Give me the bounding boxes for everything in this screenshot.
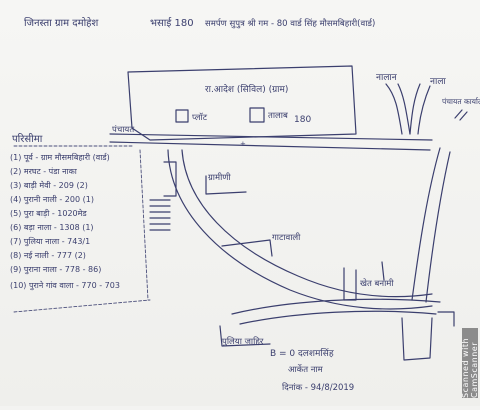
lower-road-upper-edge (231, 298, 441, 315)
header-right-text: समर्पण सुपुत्र श्री गम - 80 वार्ड सिंह म… (205, 18, 375, 29)
legend-item: (3) बाड़ी मेवी - 209 (2) (10, 180, 88, 190)
right-hatch-1 (454, 109, 463, 119)
small-square (175, 109, 189, 123)
river-label: नालान (376, 73, 398, 83)
legend-item: (10) पुराने गांव वाला - 770 - 703 (10, 280, 120, 291)
bottom-right-tab (437, 311, 455, 327)
legend-item: (1) पूर्व - ग्राम मौसमबिहारी (वार्ड) (10, 152, 110, 163)
lower-right-label: खेत बनामी (360, 278, 394, 289)
lower-right-plot-a (343, 267, 357, 301)
legend-title: परिसीमा (12, 133, 43, 145)
top-left-label: पंचायत (112, 124, 134, 135)
legend-item: (9) पुराना नाला - 778 - 86) (10, 265, 101, 275)
right-road-left-edge (411, 147, 441, 301)
canal-label: नाला (430, 77, 446, 87)
camscanner-watermark: Scanned with CamScanner (461, 328, 479, 398)
signature-line-3: दिनांक - 94/8/2019 (282, 382, 354, 393)
top-building-outline (127, 65, 357, 141)
bottom-left-plot (219, 325, 271, 347)
legend-item: (7) पुलिया नाला - 743/1 (10, 236, 90, 247)
road-tick: + (240, 140, 246, 148)
legend-items: (1) पूर्व - ग्राम मौसमबिहारी (वार्ड) (2)… (10, 152, 120, 291)
legend-frame-bottom (13, 299, 151, 313)
legend-item: (5) पुरा बाड़ी - 1020मेड (10, 208, 87, 219)
mid-hut-label: ग्रामीणी (208, 172, 231, 183)
right-edge-label: पंचायत कार्यालय (442, 97, 480, 106)
plot-main-number: 180 (294, 115, 311, 125)
main-road-top-edge (109, 133, 433, 141)
plot-main-box (249, 107, 265, 123)
lower-road-lower-edge (239, 310, 437, 325)
legend-item: (2) मरघट - पंडा नाका (10, 167, 78, 176)
river-branch-left-b (397, 83, 411, 135)
legend-item: (4) पुरानी नाली - 200 (1) (10, 194, 94, 205)
lower-right-plot-b (381, 261, 385, 281)
legend-item: (6) बड़ा नाला - 1308 (1) (10, 223, 94, 232)
signature-line-1: B = 0 दलशमसिंह (270, 347, 334, 359)
right-hatch-2 (459, 111, 468, 121)
plot-main-side: तालाब (268, 111, 288, 121)
curved-road-inner (181, 149, 433, 298)
header-center-text: भसाई 180 (150, 17, 194, 29)
river-branch-right-b (417, 85, 431, 135)
mid-plot-label: गाटावाली (272, 232, 301, 243)
river-branch-left (385, 83, 403, 135)
hut-left-outline (163, 161, 177, 197)
right-road-right-edge (425, 151, 451, 303)
hut-mid-outline (205, 175, 247, 195)
signature-line-2: आर्केत नाम (288, 364, 324, 375)
river-branch-right (409, 83, 421, 135)
legend-item: (8) नई नाली - 777 (2) (10, 250, 86, 260)
header-left-text: जिनस्ता ग्राम दमोहेश (24, 17, 98, 29)
curved-road-outer (167, 149, 433, 310)
mid-plot-outline (221, 239, 273, 257)
main-road-bottom-edge (109, 141, 431, 151)
hatched-area (149, 199, 171, 231)
lower-left-label: पुलिया जाहिर (222, 336, 264, 347)
bottom-right-plot (401, 317, 433, 361)
top-block-label: रा.आदेश (सिविल) (ग्राम) (205, 83, 288, 95)
plot-main-label: प्लॉट (192, 112, 208, 123)
legend-frame-right (139, 149, 149, 301)
